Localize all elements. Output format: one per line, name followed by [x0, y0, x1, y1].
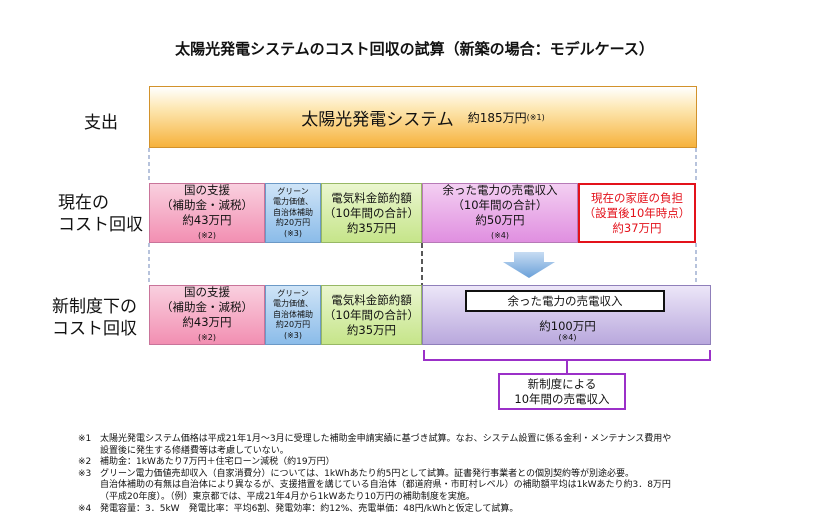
new-surplus-ref: (※4)	[558, 333, 577, 342]
new-surplus-box: 余った電力の売電収入 約100万円 (※4)	[422, 285, 711, 345]
row-label-expense: 支出	[84, 113, 118, 133]
row-label-new: 新制度下の コスト回収	[52, 297, 137, 339]
new-surplus-amount: 約100万円	[539, 319, 596, 333]
note-1: ※1 太陽光発電システム価格は平成21年1月～3月に受理した補助金申請実績に基づ…	[78, 434, 672, 444]
system-box: 太陽光発電システム 約185万円 (※1)	[149, 86, 697, 148]
current-subsidy-box: 国の支援 （補助金・減税） 約43万円 (※2)	[149, 183, 265, 243]
current-savings-box: 電気料金節約額 （10年間の合計） 約35万円	[321, 183, 422, 243]
note-3: ※3 グリーン電力価値売却収入（自家消費分）については、1kWhあたり約5円とし…	[78, 468, 635, 479]
current-surplus-box: 余った電力の売電収入 （10年間の合計） 約50万円 (※4)	[422, 183, 578, 243]
current-green-box: グリーン 電力価値、 自治体補助 約20万円 (※3)	[265, 183, 321, 243]
bracket	[423, 350, 711, 361]
row-label-current: 現在の コスト回収	[58, 193, 143, 235]
new-green-box: グリーン 電力価値、 自治体補助 約20万円 (※3)	[265, 285, 321, 345]
note-2: ※2 補助金：1kWあたり7万円＋住宅ローン減税（約19万円）	[78, 457, 335, 468]
footnotes: ※1 太陽光発電システム価格は平成21年1月～3月に受理した補助金申請実績に基づ…	[78, 434, 818, 515]
page-title: 太陽光発電システムのコスト回収の試算（新築の場合：モデルケース）	[175, 40, 654, 58]
current-burden-box: 現在の家庭の負担 （設置後10年時点） 約37万円	[578, 183, 696, 243]
new-surplus-label: 余った電力の売電収入	[465, 290, 665, 312]
new-subsidy-box: 国の支援 （補助金・減税） 約43万円 (※2)	[149, 285, 265, 345]
note-4: ※4 発電容量：3．5kW 発電比率：平均6割、発電効率：約12%、売電単価：4…	[78, 503, 519, 514]
new-savings-box: 電気料金節約額 （10年間の合計） 約35万円	[321, 285, 422, 345]
new-system-callout: 新制度による 10年間の売電収入	[498, 373, 626, 410]
down-arrow-icon	[503, 252, 555, 278]
